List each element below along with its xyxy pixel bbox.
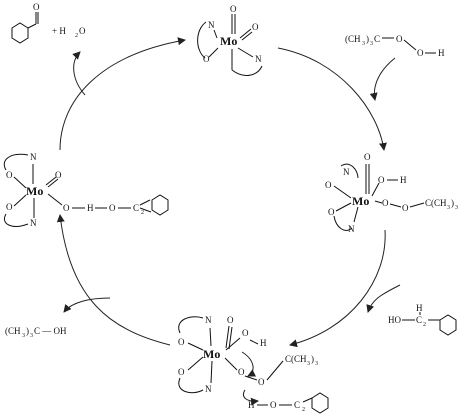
tbhp-reagent: (CH 3 ) 3 C O O H — [345, 34, 445, 58]
left-o2: O — [6, 202, 13, 212]
top-o2: O — [252, 22, 259, 32]
right-ctbu-close: ) — [451, 198, 454, 208]
tbhp-sub: 3 — [362, 41, 365, 47]
arrow-tbuoh-out — [63, 297, 111, 313]
benzylalc-h: H — [416, 303, 423, 313]
bottom-o1: O — [178, 337, 185, 347]
top-mo: Mo — [220, 34, 237, 48]
benzaldehyde-product: O + H 2 O — [11, 2, 86, 44]
bottom-h: H — [260, 338, 267, 348]
bottom-o3: O — [178, 367, 185, 377]
tbhp-sub2: 3 — [370, 41, 373, 47]
cycle-arrow-right — [289, 229, 386, 348]
arrow-benzylalcohol-in — [366, 284, 401, 313]
left-n1: N — [30, 152, 37, 162]
tbhp-o2: O — [417, 48, 424, 58]
right-ctbu-sub2: 3 — [455, 205, 458, 211]
right-o2: O — [325, 180, 332, 190]
right-mo: Mo — [352, 194, 369, 208]
left-o1: O — [6, 170, 13, 180]
top-mo-complex: Mo N O O O N — [197, 4, 263, 76]
cycle-arrow-top — [277, 47, 387, 151]
bottom-ctbu: C(CH — [285, 354, 307, 364]
bottom-mo-complex: Mo N O O O H O N O O C(CH 3 ) 3 H O C 2 — [178, 315, 329, 414]
benzylalc-sub: 2 — [423, 322, 426, 328]
water-sub: 2 — [75, 33, 78, 39]
tbhp-o1: O — [396, 34, 403, 44]
tbutanol-product: (CH 3 ) 3 C — OH — [5, 326, 67, 339]
left-o-top: O — [55, 170, 62, 180]
bottom-mo: Mo — [203, 347, 220, 361]
water-o: O — [79, 26, 86, 36]
left-h: H — [87, 203, 94, 213]
right-o5: O — [402, 203, 409, 213]
benzaldehyde-o: O — [33, 2, 40, 12]
right-n1: N — [343, 167, 350, 177]
cycle-arrow-left — [59, 37, 186, 151]
left-mo: Mo — [26, 184, 43, 198]
benzylalc-ho: HO — [388, 315, 401, 325]
right-o-top: O — [364, 152, 371, 162]
tbuoh-rest: C — OH — [34, 326, 67, 336]
right-o1: O — [378, 175, 385, 185]
right-o4: O — [382, 198, 389, 208]
bottom-c-sub: 2 — [302, 407, 305, 413]
bottom-o5: O — [258, 377, 265, 387]
top-o3: O — [203, 54, 210, 64]
tbuoh-sub2: 3 — [30, 333, 33, 339]
bottom-n1: N — [205, 315, 212, 325]
bottom-ctbu-close: ) — [311, 354, 314, 364]
arrow-tbhp-in — [369, 57, 396, 101]
right-h: H — [400, 175, 407, 185]
right-o3: O — [328, 207, 335, 217]
left-o4: O — [109, 203, 116, 213]
benzyl-alcohol-reagent: HO C 2 H — [388, 303, 457, 336]
arrow-benzaldehyde-out — [72, 51, 86, 96]
tbuoh-ch: (CH — [5, 326, 21, 336]
tbhp-c: C — [374, 34, 380, 44]
tbuoh-close: ) — [26, 326, 29, 336]
right-ctbu: C(CH — [425, 198, 447, 208]
cycle-arrow-bottom — [56, 214, 171, 346]
left-n2: N — [30, 218, 37, 228]
left-c-sub: 2 — [141, 210, 144, 216]
left-mo-complex: Mo N O O O N O H O C 2 — [3, 152, 169, 228]
bottom-o4: O — [238, 367, 245, 377]
benzaldehyde-plus-h: + H — [52, 26, 66, 36]
right-ctbu-sub: 3 — [447, 205, 450, 211]
top-n2: N — [255, 54, 262, 64]
top-n1: N — [208, 20, 215, 30]
bottom-c: C — [294, 400, 300, 410]
bottom-n2: N — [205, 384, 212, 394]
bottom-ctbu-sub2: 3 — [315, 361, 318, 367]
tbhp-close: ) — [366, 34, 369, 44]
left-o3: O — [63, 203, 70, 213]
bottom-ctbu-sub: 3 — [307, 361, 310, 367]
benzylalc-c: C — [416, 315, 422, 325]
top-o1: O — [230, 4, 237, 14]
tbuoh-sub: 3 — [22, 333, 25, 339]
bottom-o6: O — [270, 400, 277, 410]
tbhp-ch: (CH — [345, 34, 361, 44]
left-c: C — [133, 203, 139, 213]
right-mo-complex: Mo N O O H O O N O O C(CH 3 ) 3 — [325, 152, 458, 234]
tbhp-h: H — [438, 48, 445, 58]
bottom-o-top: O — [227, 315, 234, 325]
bottom-o2: O — [242, 328, 249, 338]
